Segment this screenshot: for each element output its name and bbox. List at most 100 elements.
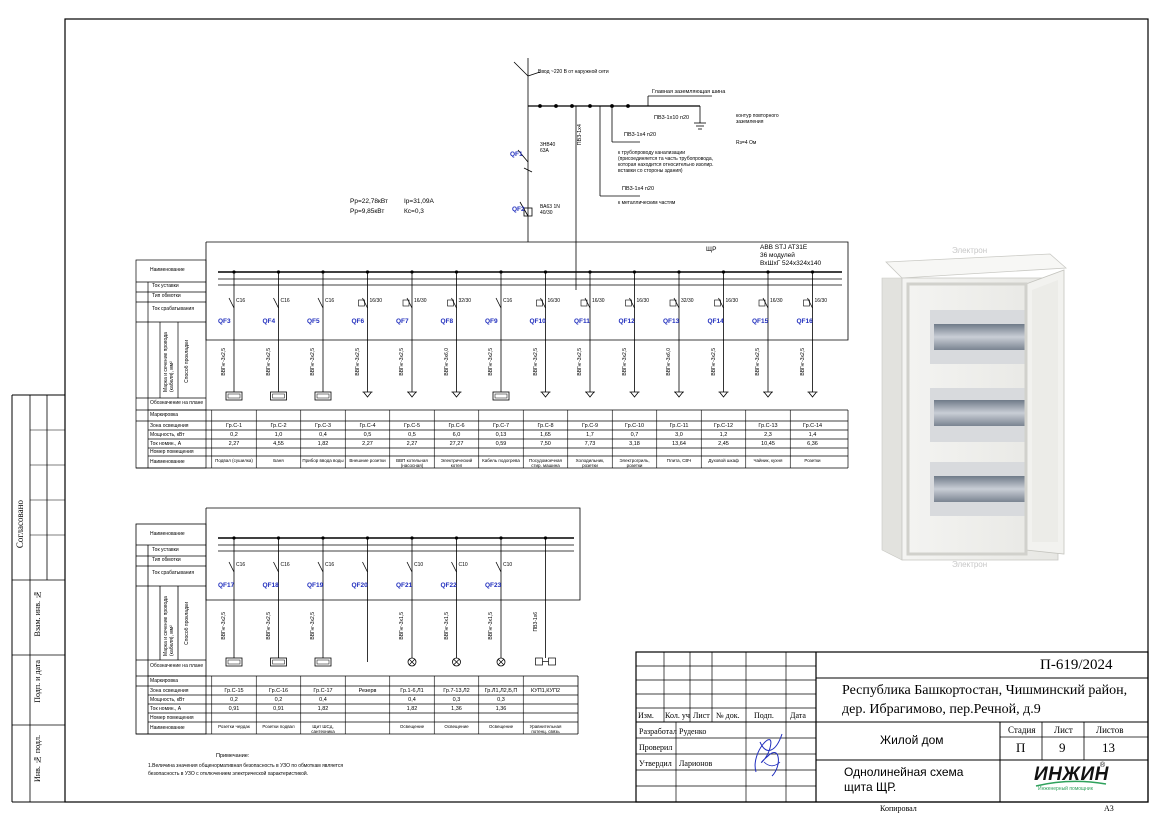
top-bus-tap bbox=[721, 270, 726, 274]
breaker-label: QF20 bbox=[351, 582, 368, 589]
current-cell: 2,27 bbox=[406, 441, 418, 447]
bottom-bus-tap bbox=[454, 536, 459, 540]
role-developed: Разработал bbox=[639, 727, 677, 736]
b-hdr-power: Мощность, кВт bbox=[150, 697, 185, 703]
top-socket-symbol bbox=[629, 391, 640, 398]
group-cell: КУП1,КУП2 bbox=[530, 688, 561, 694]
top-bus-tap bbox=[276, 270, 281, 274]
power-cell: 1,4 bbox=[808, 432, 817, 438]
col-head-list: Лист bbox=[693, 711, 710, 720]
top-rcd-symbol bbox=[402, 299, 410, 307]
load-name-cell: Кабель подогрева bbox=[482, 458, 520, 463]
load-name-cell: Освещение bbox=[488, 724, 514, 729]
load-name-cell: Холодильник, розетки bbox=[575, 458, 605, 468]
top-socket-symbol bbox=[807, 391, 818, 398]
group-cell: Гр.С-6 bbox=[448, 423, 465, 429]
breaker-rating: С10 bbox=[414, 562, 424, 568]
group-cell: Гр.С-4 bbox=[359, 423, 376, 429]
b-hdr-plan-mark: Обозначение на плане bbox=[150, 663, 204, 669]
top-breaker-contact bbox=[317, 297, 324, 309]
load-name-cell: Розетки подвал bbox=[262, 724, 295, 729]
top-breaker-contact bbox=[629, 297, 635, 309]
breaker-label: QF5 bbox=[307, 318, 320, 325]
group-cell: Гр.С-10 bbox=[624, 423, 645, 429]
sheets-total: 13 bbox=[1102, 740, 1115, 755]
top-bus-tap bbox=[543, 270, 548, 274]
bottom-breaker-contact bbox=[317, 561, 324, 573]
group-cell: Гр.С-1 bbox=[225, 423, 243, 429]
load-name-cell: Подвал (сушилка) bbox=[215, 458, 253, 463]
current-cell: 0,59 bbox=[495, 441, 507, 447]
watermark-top: Электрон bbox=[952, 246, 988, 255]
breaker-label: QF6 bbox=[351, 318, 365, 325]
hdr-current: Ток номин., А bbox=[150, 441, 182, 447]
logo-wordmark: ИНЖИН bbox=[1034, 764, 1109, 785]
b-hdr-room-no: Номер помещения bbox=[150, 715, 194, 721]
qf2-label: QF2 bbox=[512, 206, 525, 213]
top-rcd-symbol bbox=[714, 299, 721, 307]
top-socket-symbol bbox=[540, 391, 551, 398]
panel-model: ABB STJ AT31E bbox=[760, 244, 808, 251]
watermark-bottom: Электрон bbox=[952, 560, 988, 569]
hdr-load-name: Наименование bbox=[150, 459, 185, 465]
group-cell: Гр.С-9 bbox=[581, 423, 599, 429]
breaker-label: QF16 bbox=[796, 318, 813, 325]
col-head-doc: № док. bbox=[716, 711, 740, 720]
col-head-kol: Кол. уч bbox=[665, 711, 690, 720]
breaker-label: QF14 bbox=[707, 318, 724, 325]
b-hdr-trip-current: Ток срабатывания bbox=[152, 570, 195, 576]
breaker-label: QF9 bbox=[485, 318, 498, 325]
load-name-cell: Посудомоечная стир. машина bbox=[529, 458, 562, 468]
power-cell: 0,2 bbox=[274, 697, 283, 703]
breaker-rating: 16/30 bbox=[547, 298, 561, 304]
bottom-breaker-contact bbox=[273, 561, 279, 573]
top-bus-tap bbox=[410, 270, 414, 274]
breaker-label: QF10 bbox=[529, 318, 546, 325]
current-cell: 13,64 bbox=[672, 441, 686, 447]
logo-registered-mark: ® bbox=[1100, 762, 1106, 769]
breaker-label: QF4 bbox=[262, 318, 276, 325]
current-cell: 0,91 bbox=[273, 706, 284, 712]
panel-modules: 36 модулей bbox=[760, 252, 795, 259]
b-hdr-load-name: Наименование bbox=[150, 725, 185, 731]
power-cell: 0,4 bbox=[319, 432, 327, 438]
current-cell: 10,45 bbox=[761, 441, 775, 447]
top-rcd-symbol bbox=[447, 299, 454, 307]
doc-code: П-619/2024 bbox=[1040, 657, 1113, 673]
top-breaker-contact bbox=[228, 297, 235, 309]
power-cell: 3,0 bbox=[675, 432, 683, 438]
current-cell: 1,82 bbox=[317, 706, 329, 712]
bottom-lamp-symbol bbox=[407, 657, 417, 667]
load-name-cell: Уравнительная потенц. связь bbox=[529, 724, 562, 734]
qf2-spec: ВА63 1N 40/30 bbox=[540, 204, 560, 216]
group-cell: Гр.Л1,Л2,Б,П bbox=[484, 688, 518, 694]
bottom-bus-tap bbox=[276, 536, 281, 540]
power-cell: 0,2 bbox=[230, 697, 238, 703]
power-cell: 1,65 bbox=[540, 432, 551, 438]
group-cell: Гр.С-5 bbox=[403, 423, 421, 429]
breaker-rating: 16/30 bbox=[369, 298, 383, 304]
breaker-rating: 16/30 bbox=[636, 298, 650, 304]
top-breaker-contact bbox=[540, 297, 546, 309]
top-bus-tap bbox=[232, 270, 236, 274]
bottom-bonding-symbol bbox=[535, 657, 556, 666]
breaker-label: QF15 bbox=[752, 318, 769, 325]
top-rcd-symbol bbox=[358, 299, 365, 307]
hdr-power: Мощность, кВт bbox=[150, 432, 185, 438]
breaker-rating: 16/30 bbox=[814, 298, 828, 304]
group-cell: Гр.7-13,Л2 bbox=[443, 688, 470, 694]
load-name-cell: Розетки чердак bbox=[218, 724, 250, 729]
current-cell: 3,18 bbox=[629, 441, 640, 447]
breaker-rating: 32/30 bbox=[458, 298, 472, 304]
breaker-label: QF7 bbox=[396, 318, 409, 325]
ground-resistance: Rз=4 Ом bbox=[736, 140, 757, 146]
breaker-rating: 16/30 bbox=[770, 298, 783, 304]
load-name-cell: Баня bbox=[273, 458, 284, 463]
qf1-label: QF1 bbox=[510, 151, 523, 158]
power-cell: 1,7 bbox=[586, 432, 594, 438]
top-socket-symbol bbox=[407, 391, 417, 398]
top-rcd-symbol bbox=[625, 299, 632, 307]
group-cell: Гр.С-12 bbox=[713, 423, 734, 429]
